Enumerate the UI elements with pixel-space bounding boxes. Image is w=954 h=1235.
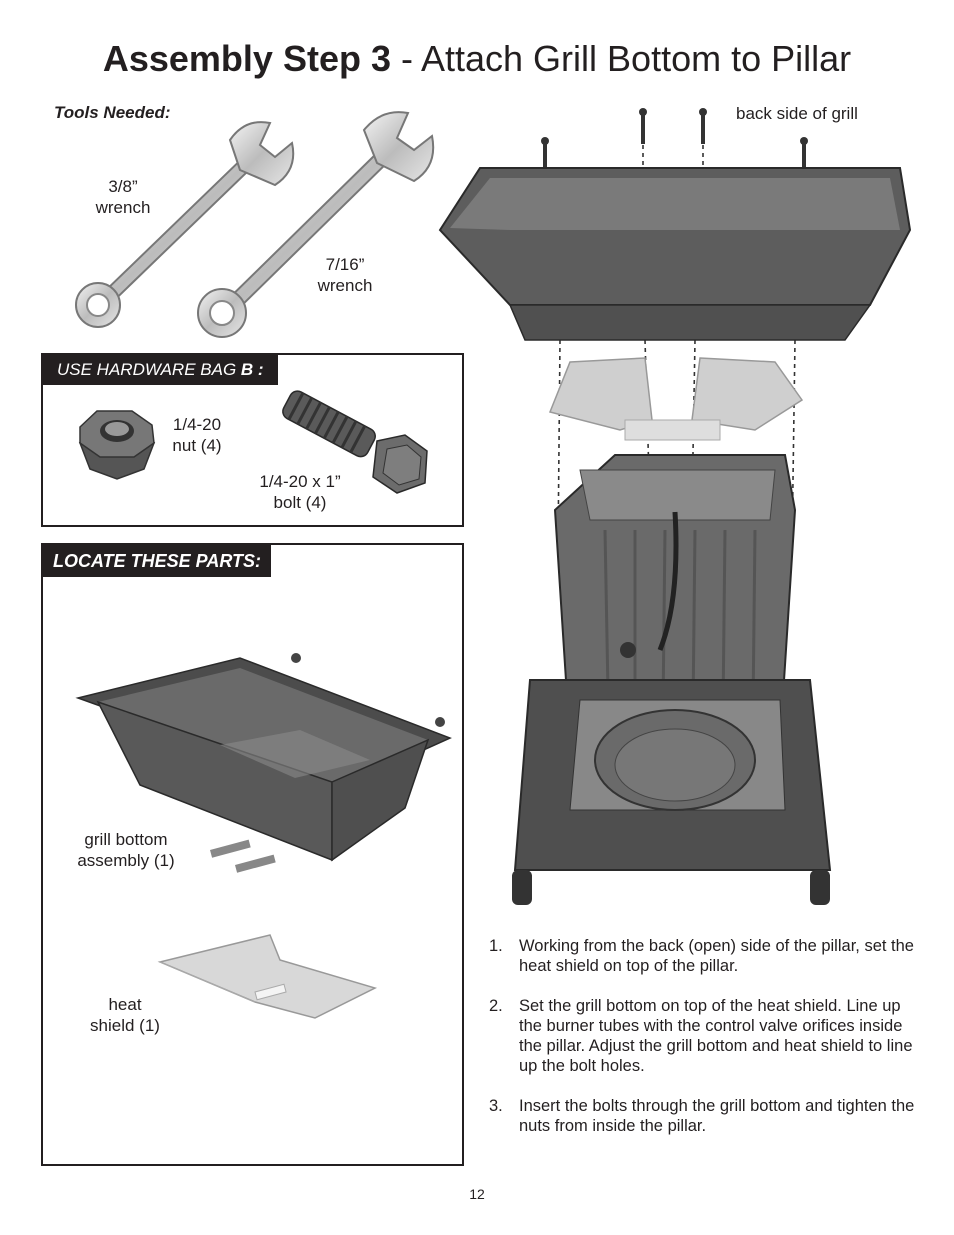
wrench-3-8-illustration	[75, 121, 295, 328]
step-number: 3.	[489, 1097, 503, 1115]
instruction-steps: 1. Working from the back (open) side of t…	[489, 936, 919, 1156]
wrench-3-8-label: 3/8” wrench	[95, 177, 151, 217]
step-item: 2. Set the grill bottom on top of the hea…	[489, 996, 919, 1076]
heat-shield-label: heat shield (1)	[90, 995, 160, 1035]
nut-label: 1/4-20 nut (4)	[172, 415, 222, 455]
hardware-bag-letter: B :	[240, 360, 264, 379]
bolt-illustration	[282, 390, 428, 494]
tools-heading: Tools Needed:	[54, 103, 171, 122]
assembly-diagram	[438, 108, 912, 905]
step-item: 3. Insert the bolts through the grill bot…	[489, 1096, 919, 1136]
title-step: Assembly Step 3	[102, 38, 391, 79]
hardware-tab-text: USE HARDWARE BAG	[57, 360, 241, 379]
bolts-group	[541, 108, 808, 173]
step-text: Set the grill bottom on top of the heat …	[519, 997, 913, 1075]
grill-bottom-part-illustration	[75, 653, 452, 873]
wrench-7-16-label: 7/16” wrench	[317, 255, 373, 295]
locate-parts-tab: LOCATE THESE PARTS:	[43, 545, 272, 577]
step-number: 2.	[489, 997, 503, 1015]
locate-parts-box	[41, 543, 464, 1166]
grill-bottom-label: grill bottom assembly (1)	[77, 830, 175, 870]
bolt-label: 1/4-20 x 1” bolt (4)	[259, 472, 341, 512]
page-number: 12	[469, 1186, 485, 1202]
title-description: - Attach Grill Bottom to Pillar	[390, 38, 852, 79]
wrench-7-16-illustration	[197, 111, 435, 338]
back-side-label: back side of grill	[736, 104, 858, 123]
step-text: Insert the bolts through the grill botto…	[519, 1097, 915, 1135]
step-item: 1. Working from the back (open) side of t…	[489, 936, 919, 976]
step-number: 1.	[489, 937, 503, 955]
step-text: Working from the back (open) side of the…	[519, 937, 914, 975]
heat-shield-part-illustration	[157, 934, 378, 1019]
hardware-tab: USE HARDWARE BAG B :	[43, 355, 278, 385]
nut-illustration	[78, 410, 156, 480]
page-title: Assembly Step 3 - Attach Grill Bottom to…	[0, 38, 954, 80]
